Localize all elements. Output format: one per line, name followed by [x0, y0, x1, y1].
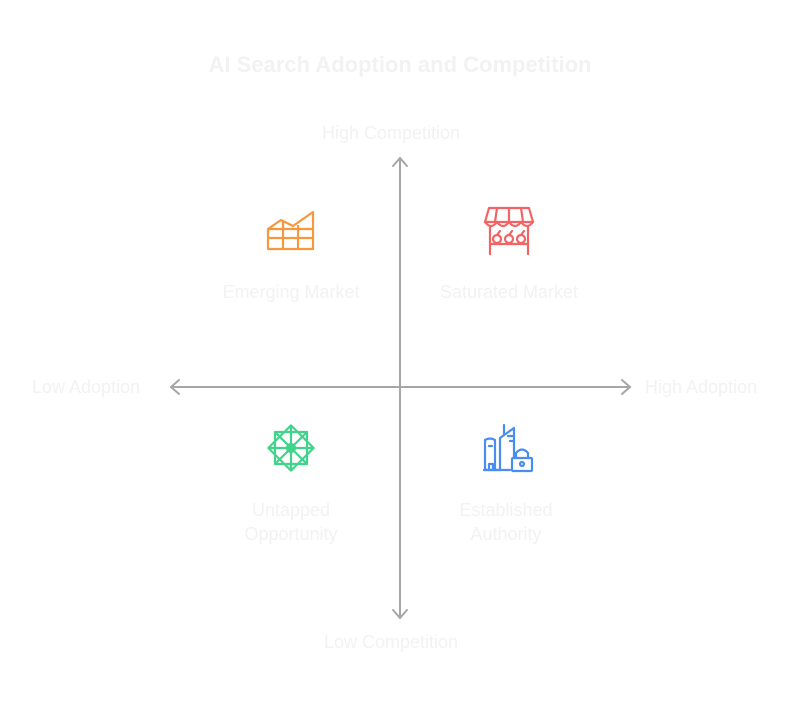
axis-label-right: High Adoption [645, 377, 758, 397]
market-stall-icon [483, 206, 535, 256]
arrow-right-icon [621, 379, 631, 395]
arrow-down-icon [392, 609, 408, 619]
quadrant-label-emerging-market: Emerging Market [222, 282, 360, 302]
axis-label-top: High Competition [322, 123, 461, 143]
quadrant-label-established-authority: Established Authority [459, 500, 553, 544]
diagram-title: AI Search Adoption and Competition [208, 52, 592, 77]
quadrant-label-untapped-opportunity: Untapped Opportunity [244, 500, 338, 544]
quadrant-label-saturated-market: Saturated Market [439, 282, 579, 302]
arrow-up-icon [392, 157, 408, 167]
compass-star-icon [267, 424, 315, 472]
growth-chart-icon [266, 210, 315, 251]
secure-buildings-icon [482, 423, 534, 473]
axis-label-bottom: Low Competition [324, 632, 459, 652]
axis-label-left: Low Adoption [32, 377, 141, 397]
arrow-left-icon [170, 379, 180, 395]
